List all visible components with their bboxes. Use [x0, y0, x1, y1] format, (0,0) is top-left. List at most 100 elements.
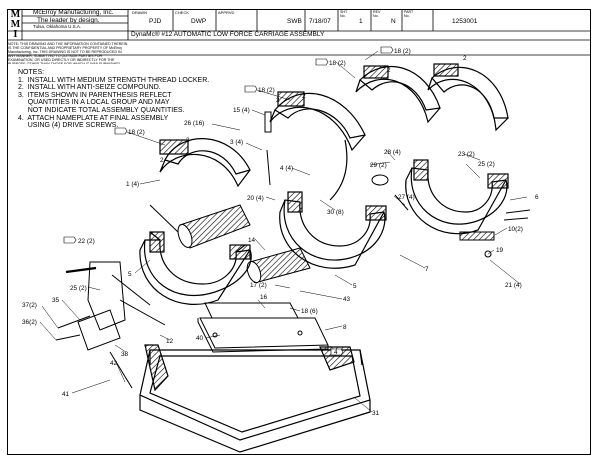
- leader-lines: [39, 50, 528, 413]
- callout-label: 18 (6): [301, 308, 318, 315]
- upper-jaw-right: [355, 65, 441, 124]
- callout-label: 36(2): [22, 319, 37, 326]
- callout-label: 19: [496, 247, 504, 254]
- callout-label: 40: [196, 335, 204, 342]
- part-value: 1253001: [452, 18, 478, 25]
- notes-heading: NOTES:: [18, 69, 45, 76]
- upper-jaw-left: [159, 138, 251, 188]
- callout-label: 12: [166, 338, 174, 345]
- callout-label: 20 (4): [247, 195, 264, 202]
- flag-icon: [380, 46, 394, 54]
- drawn-label: DRAWN: [132, 10, 147, 15]
- lower-jaw-middle: [279, 191, 387, 269]
- check-value: DWP: [191, 18, 207, 25]
- callout-label: 14: [248, 237, 256, 244]
- rev-label: REV No.: [373, 10, 381, 18]
- company-tagline: The leader by design.: [37, 17, 100, 24]
- callout-label: 2: [463, 55, 467, 62]
- upper-jaw-middle: [269, 91, 366, 201]
- callout-label: 8: [343, 324, 347, 331]
- callout-label: 10(2): [508, 226, 523, 233]
- callout-label: 5: [128, 271, 132, 278]
- company-name: McElroy Manufacturing, Inc.: [33, 9, 114, 16]
- note-3-cont-1: QUANTITIES IN A LOCAL GROUP AND MAY: [18, 99, 170, 107]
- callout-label: 38: [121, 351, 129, 358]
- callout-label: 5: [353, 283, 357, 290]
- lower-jaw-right: [405, 159, 509, 235]
- callout-label: 7: [425, 266, 429, 273]
- callout-label: 23 (2): [458, 151, 475, 158]
- note-4-cont: USING (4) DRIVE SCREWS.: [18, 122, 119, 130]
- drawing-description: DynaMc® #12 AUTOMATIC LOW FORCE CARRIAGE…: [131, 31, 325, 38]
- note-2: 2. INSTALL WITH ANTI-SEIZE COMPOUND.: [18, 84, 161, 92]
- date-value: 7/18/07: [309, 18, 331, 25]
- flag-icon: [315, 58, 329, 66]
- apprvd-value: SWB: [287, 18, 302, 25]
- callout-label: 25 (2): [478, 161, 495, 168]
- callout-label: 6: [535, 194, 539, 201]
- callout-label: 18 (2): [258, 87, 275, 94]
- callout-label: 30 (8): [327, 209, 344, 216]
- cylinder-upper: [149, 204, 251, 249]
- callout-label: 4 (4): [280, 165, 293, 172]
- callout-label: 2: [302, 93, 306, 100]
- callout-label: 22 (2): [78, 238, 95, 245]
- lower-jaw-left: [139, 231, 252, 305]
- callout-label: 2: [387, 67, 391, 74]
- note-3: 3. ITEMS SHOWN IN PARENTHESIS REFLECT: [18, 91, 172, 99]
- base-frame: [139, 344, 371, 453]
- callout-labels: 18 (2) 18 (2) 18 (2) 18 (2) 22 (2) 15 (4…: [22, 48, 539, 417]
- check-label: CHECK: [175, 10, 190, 15]
- sheet-value: 1: [359, 18, 363, 25]
- callout-label: 4: [334, 349, 338, 356]
- callout-label: 21 (4): [505, 282, 522, 289]
- callout-label: 18 (2): [329, 60, 346, 67]
- left-bracket-assembly: [55, 261, 166, 389]
- callout-label: 43: [343, 296, 351, 303]
- callout-label: 2: [276, 97, 280, 104]
- flag-icon: [63, 236, 77, 244]
- note-4: 4. ATTACH NAMEPLATE AT FINAL ASSEMBLY: [18, 114, 169, 122]
- callout-label: 15 (4): [233, 107, 250, 114]
- callout-label: 3 (4): [230, 139, 243, 146]
- note-flags: [63, 46, 394, 356]
- notes-block: NOTES:1. INSTALL WITH MEDIUM STRENGTH TH…: [18, 69, 209, 130]
- company-location: Tulsa, Oklahoma U.S.A.: [33, 24, 82, 29]
- callout-label: 26 (16): [184, 120, 204, 127]
- callout-label: 28 (4): [384, 149, 401, 156]
- part-label: PART No.: [404, 10, 414, 18]
- flag-icon: [114, 127, 128, 135]
- callout-label: 27 (4): [398, 194, 415, 201]
- rev-value: N: [391, 18, 396, 25]
- flag-icon: [244, 85, 258, 93]
- cylinder-lower: [246, 247, 311, 284]
- apprvd-label: APPRVD: [218, 10, 235, 15]
- callout-label: 29 (2): [370, 162, 387, 169]
- flag-icon: [330, 348, 344, 356]
- callout-label: 2: [186, 137, 190, 144]
- callout-label: 37(2): [22, 302, 37, 309]
- note-1: 1. INSTALL WITH MEDIUM STRENGTH THREAD L…: [18, 76, 210, 84]
- drawn-value: PJD: [149, 18, 162, 25]
- note-3-cont-2: NOT INDICATE TOTAL ASSEMBLY QUANTITIES.: [18, 106, 185, 114]
- callout-label: 17 (2): [250, 282, 267, 289]
- callout-label: 18 (2): [394, 48, 411, 55]
- callout-label: 18 (2): [128, 129, 145, 136]
- callout-label: 31: [372, 410, 380, 417]
- callout-label: 41: [62, 391, 70, 398]
- callout-label: 16: [260, 294, 268, 301]
- callout-label: 42: [110, 360, 118, 367]
- callout-label: 25 (2): [70, 285, 87, 292]
- carriage-plate: [197, 302, 329, 353]
- sheet-label: SHT No.: [340, 10, 348, 18]
- callout-label: 35: [52, 297, 60, 304]
- callout-label: 2: [160, 157, 164, 164]
- upper-jaw-far-right: [427, 63, 509, 132]
- callout-label: 1 (4): [126, 181, 139, 188]
- sheet-border: [7, 9, 591, 455]
- right-hardware: [264, 111, 531, 258]
